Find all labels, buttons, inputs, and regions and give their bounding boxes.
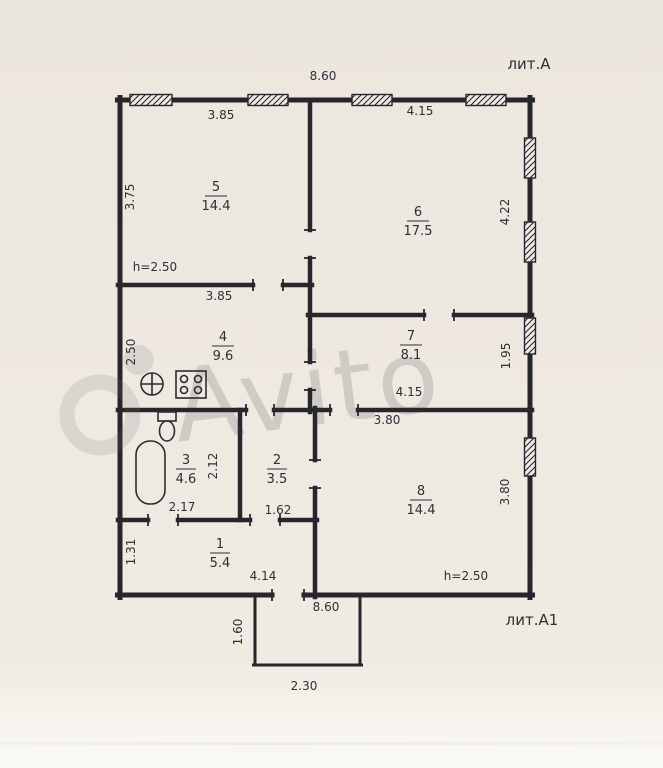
room-1-dim-left: 1.31 (124, 539, 138, 566)
room-7-dim-bottom: 4.15 (396, 385, 423, 399)
room-4-area: 9.6 (213, 349, 234, 364)
overall-width-bottom: 8.60 (313, 600, 340, 614)
room-6-area: 17.5 (404, 224, 433, 239)
room-3-number: 3 (182, 453, 190, 468)
watermark-logo-dot-icon (123, 344, 154, 375)
door-openings (147, 229, 455, 601)
room-8-area: 14.4 (407, 503, 436, 518)
watermark-logo-icon (59, 374, 141, 456)
room-4-dim-left: 2.50 (124, 339, 138, 366)
room-3-dim-bottom: 2.17 (169, 500, 196, 514)
window-symbol (129, 93, 173, 107)
room-7-area: 8.1 (401, 348, 422, 363)
overall-width-top: 8.60 (310, 69, 337, 83)
kitchen-sink-symbol (140, 372, 164, 396)
window-symbol (523, 317, 537, 355)
room-8-dim-top: 3.80 (374, 413, 401, 427)
room-6-number: 6 (414, 205, 422, 220)
building-label-bottom: лит.А1 (506, 611, 559, 629)
extension-dim-left: 1.60 (231, 619, 245, 646)
room-1-area: 5.4 (210, 556, 231, 571)
stove-symbol (175, 370, 207, 399)
building-label-top: лит.А (507, 55, 551, 73)
room-5-dim-left: 3.75 (123, 184, 137, 211)
paper-edge (0, 742, 663, 745)
room-8-number: 8 (417, 484, 425, 499)
room-5-dim-top: 3.85 (208, 108, 235, 122)
room-8-ceiling-height: h=2.50 (444, 569, 488, 583)
toilet-symbol (157, 411, 177, 442)
room-2-number: 2 (273, 453, 281, 468)
room-2-area: 3.5 (267, 472, 288, 487)
window-symbol (465, 93, 507, 107)
room-6-dim-right: 4.22 (498, 199, 512, 226)
extension-dim-bottom: 2.30 (291, 679, 318, 693)
room-7-dim-right: 1.95 (499, 343, 513, 370)
room-8-dim-right: 3.80 (498, 479, 512, 506)
window-symbol (351, 93, 393, 107)
room-3-area: 4.6 (176, 472, 197, 487)
room-2-dim-bottom: 1.62 (265, 503, 292, 517)
window-symbol (247, 93, 289, 107)
room-5-number: 5 (212, 180, 220, 195)
walls (115, 95, 535, 667)
room-1-dim-bottom: 4.14 (250, 569, 277, 583)
room-3-dim-right: 2.12 (206, 453, 220, 480)
room-4-number: 4 (219, 330, 227, 345)
window-symbol (523, 437, 537, 477)
room-5-area: 14.4 (202, 199, 231, 214)
room-7-number: 7 (407, 329, 415, 344)
window-symbol (523, 221, 537, 263)
fixtures (135, 370, 207, 505)
window-symbol (523, 137, 537, 179)
room-5-ceiling-height: h=2.50 (133, 260, 177, 274)
windows (129, 93, 537, 477)
bathtub-symbol (135, 440, 166, 505)
labels: 8.60 лит.А 8.60 лит.А1 3.85 5 14.4 3.75 … (123, 55, 558, 693)
room-6-dim-top: 4.15 (407, 104, 434, 118)
room-1-number: 1 (216, 537, 224, 552)
room-4-dim-top: 3.85 (206, 289, 233, 303)
